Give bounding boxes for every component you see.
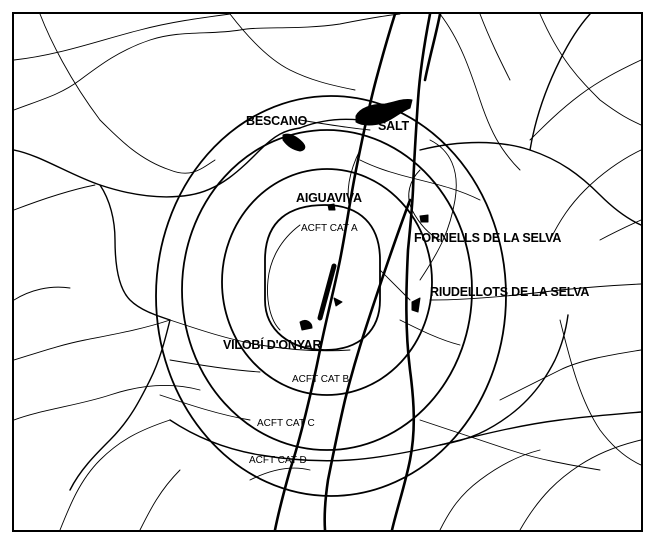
circling-label-cat-b: ACFT CAT B [292, 374, 350, 385]
airport-apron [333, 297, 343, 307]
town-label-riudellots: RIUDELLOTS DE LA SELVA [430, 285, 590, 299]
highways [273, 14, 442, 530]
aiguaviva-town-area [327, 203, 336, 211]
cat-d-boundary [155, 95, 507, 497]
cat-b-boundary [221, 168, 433, 396]
town-label-vilobi: VILOBÍ D'ONYAR [223, 338, 322, 352]
circling-label-cat-c: ACFT CAT C [257, 418, 315, 429]
runway [317, 263, 337, 321]
town-label-salt: SALT [378, 119, 409, 133]
town-areas [282, 99, 429, 331]
bescano-town-area [282, 133, 306, 152]
circling-label-cat-d: ACFT CAT D [249, 455, 307, 466]
minor-roads [14, 14, 641, 530]
cat-c-boundary [181, 129, 473, 451]
circling-label-cat-a: ACFT CAT A [301, 223, 358, 234]
map-frame [12, 12, 643, 532]
town-label-fornells: FORNELLS DE LA SELVA [414, 231, 562, 245]
cat-a-boundary [264, 204, 381, 351]
main-roads [14, 14, 641, 491]
town-label-bescano: BESCANO [246, 114, 308, 128]
riudellots-town-area [411, 297, 421, 313]
fornells-town-area [419, 214, 429, 223]
salt-town-area [355, 99, 413, 126]
vilobi-town-area [299, 319, 313, 331]
town-label-aiguaviva: AIGUAVIVA [296, 191, 362, 205]
circling-areas [155, 95, 507, 497]
